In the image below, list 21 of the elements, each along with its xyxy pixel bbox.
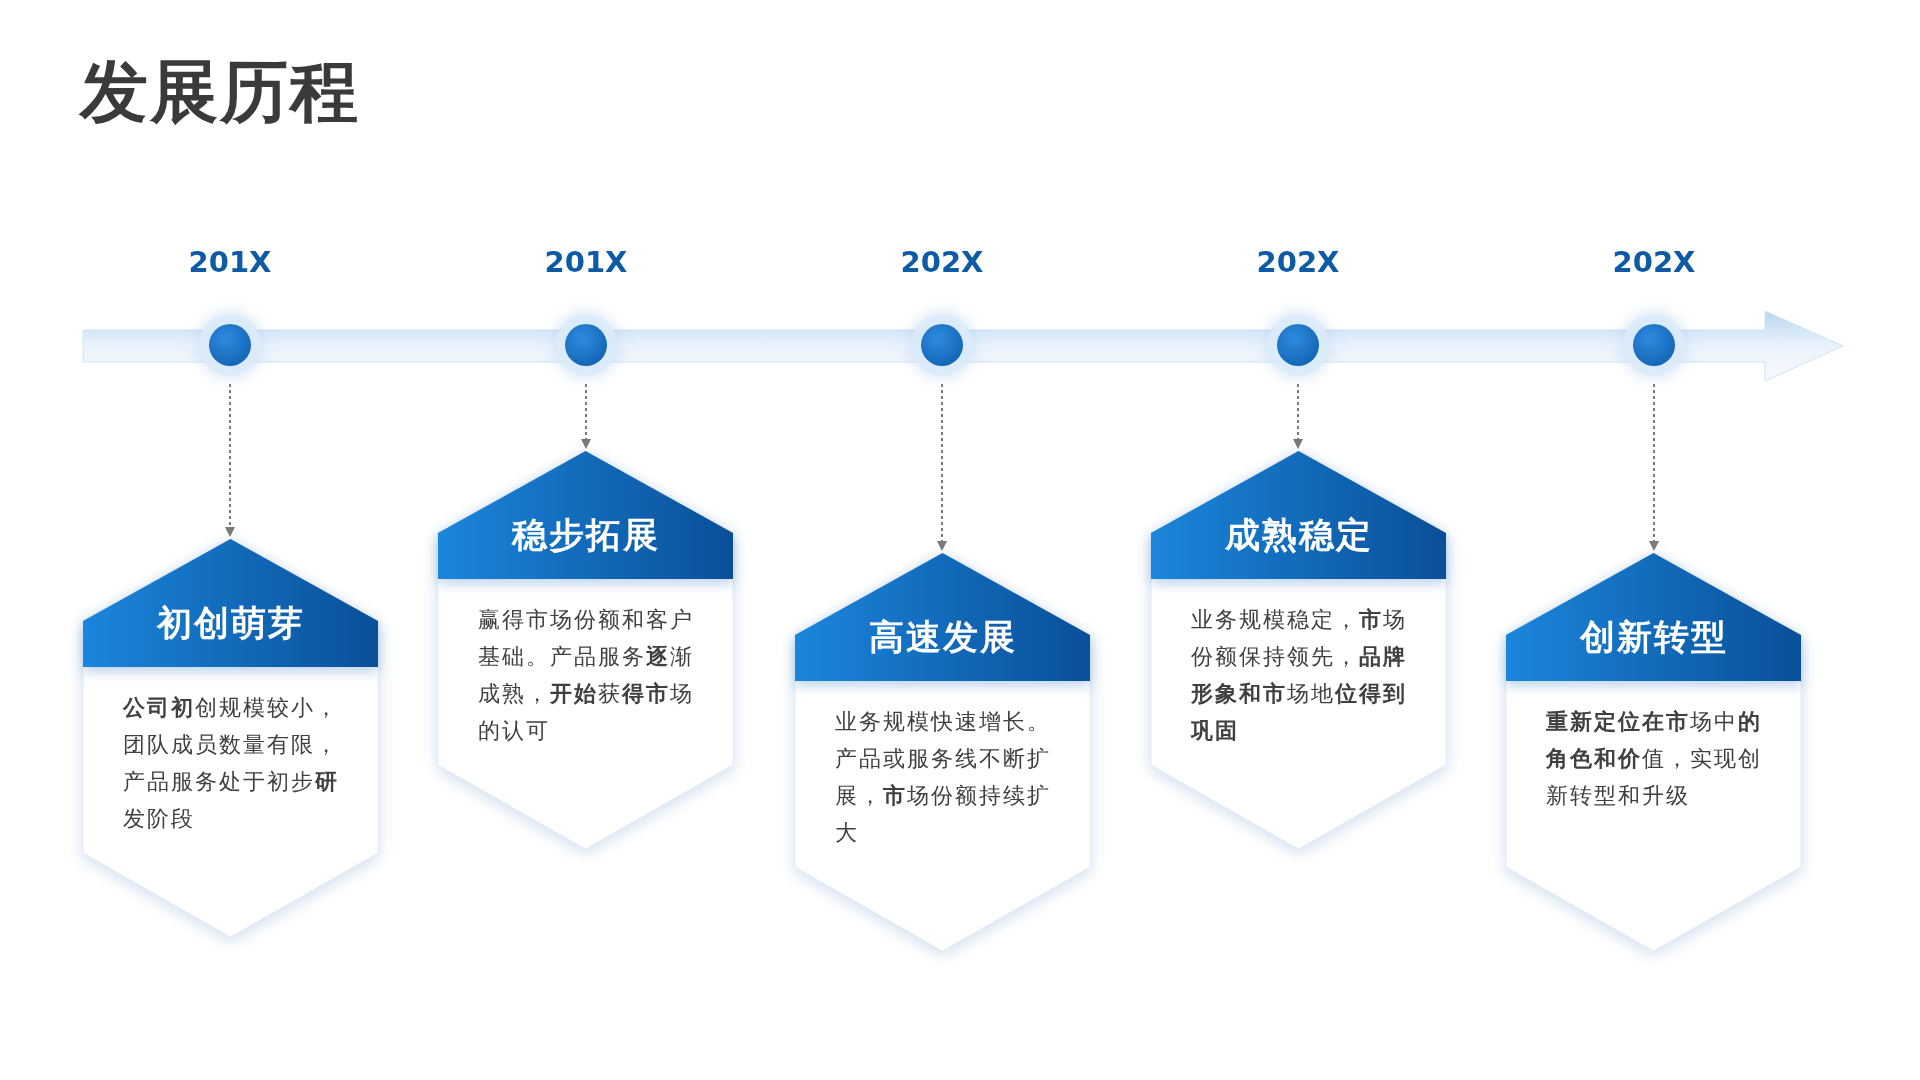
arrow	[225, 383, 235, 537]
page-title: 发展历程	[80, 52, 360, 132]
arrow	[1293, 383, 1303, 449]
card-description: 重新定位在市场中的角色和价值，实现创新转型和升级	[1546, 708, 1763, 810]
year-label: 202X	[1255, 245, 1341, 279]
card-description: 公司初创规模较小，团队成员数量有限，产品服务处于初步研发阶段	[123, 694, 340, 833]
card-description: 业务规模稳定，市场份额保持领先，品牌形象和市场地位得到巩固	[1191, 606, 1408, 745]
card-title: 创新转型	[1578, 616, 1729, 659]
arrow	[581, 383, 591, 449]
year-label: 202X	[1611, 245, 1697, 279]
arrow	[1649, 383, 1659, 551]
year-label: 201X	[543, 245, 629, 279]
card-title: 稳步拓展	[510, 514, 661, 557]
card-title: 初创萌芽	[155, 602, 306, 645]
year-label: 202X	[899, 245, 985, 279]
card-description: 业务规模快速增长。产品或服务线不断扩展，市场份额持续扩大	[835, 708, 1052, 847]
year-label: 201X	[187, 245, 273, 279]
card-title: 高速发展	[867, 616, 1018, 659]
arrow	[937, 383, 947, 551]
card-description: 赢得市场份额和客户基础。产品服务逐渐成熟，开始获得市场的认可	[478, 606, 695, 745]
card-title: 成熟稳定	[1223, 514, 1374, 557]
